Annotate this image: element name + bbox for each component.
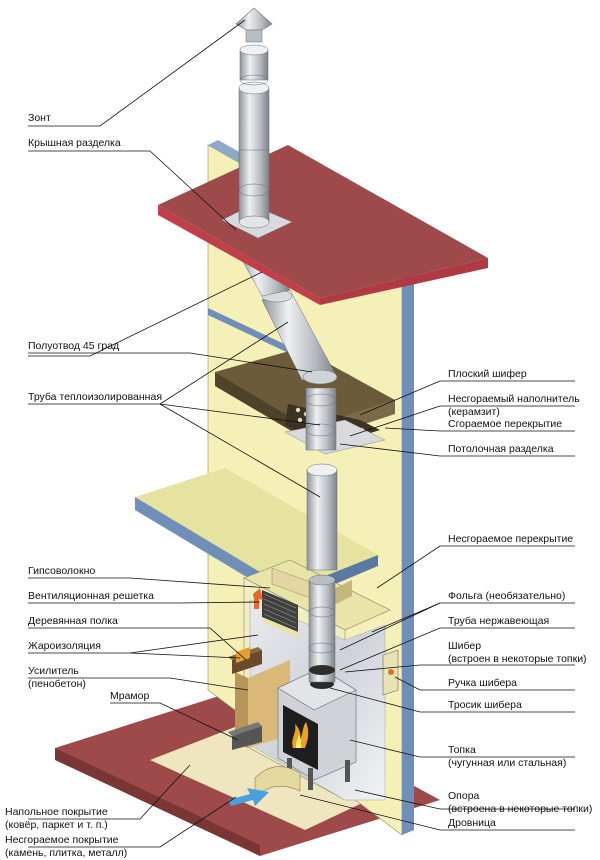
label-gypsum-fiber: Гипсоволокно: [28, 565, 96, 577]
log-holder: [254, 766, 301, 798]
label-elbow-45: Полуотвод 45 град: [28, 340, 120, 352]
leader-lines: [28, 19, 575, 848]
label-insulated-pipe: Труба теплоизолированная: [28, 391, 163, 403]
label-ceiling-flashing: Потолочная разделка: [448, 443, 554, 455]
label-support: Опора (встроена в некоторые топки): [448, 790, 593, 815]
chimney-cap: [235, 7, 273, 43]
label-flat-slate: Плоский шифер: [448, 368, 527, 380]
roof: [158, 145, 488, 305]
label-noncombustible-ceiling: Несгораемое перекрытие: [448, 533, 574, 545]
label-roof-flashing: Крышная разделка: [28, 137, 121, 149]
ventilation-grille: [262, 590, 300, 638]
label-damper-cable: Тросик шибера: [448, 699, 522, 711]
label-noncombustible-filler: Несгораемый наполнитель (керамзит): [448, 393, 580, 418]
label-wooden-shelf: Деревянная полка: [28, 615, 118, 627]
wooden-shelf: [228, 647, 262, 674]
label-vent-grille: Вентиляционная решетка: [28, 590, 154, 602]
firebox: [277, 667, 357, 790]
label-marble: Мрамор: [110, 690, 150, 702]
label-stainless-pipe: Труба нержавеющая: [448, 615, 550, 627]
label-firebox: Топка (чугунная или стальная): [448, 744, 567, 769]
label-damper: Шибер (встроен в некоторые топки): [448, 640, 587, 665]
label-damper-handle: Ручка шибера: [448, 677, 518, 689]
label-reinforcer: Усилитель (пенобетон): [28, 665, 86, 690]
label-noncombustible-covering: Несгораемое покрытие (камень, плитка, ме…: [5, 834, 128, 859]
flame-icon: [292, 722, 309, 748]
airflow-up-icon: [253, 588, 263, 609]
label-foil: Фольга (необязательно): [448, 590, 566, 602]
label-log-holder: Дровница: [448, 817, 496, 829]
damper-handle: [382, 649, 399, 696]
label-heat-insulation: Жароизоляция: [28, 640, 101, 652]
airflow-arrow-icon: [228, 788, 269, 806]
label-combustible-ceiling: Сгораемое перекрытие: [448, 418, 563, 430]
label-zont: Зонт: [28, 112, 51, 124]
label-floor-covering: Напольное покрытие (ковёр, паркет и т. п…: [5, 806, 108, 831]
